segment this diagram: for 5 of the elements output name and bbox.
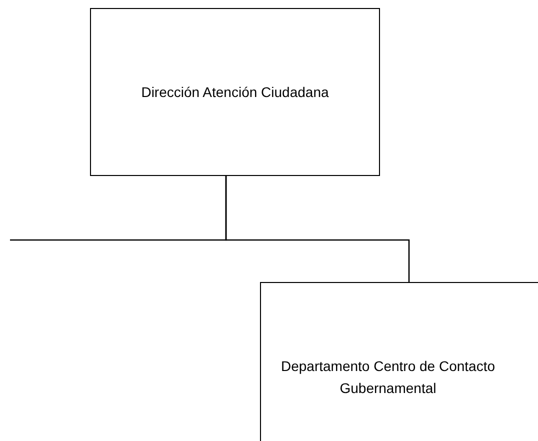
org-box <box>90 8 380 176</box>
org-box <box>260 282 538 441</box>
connector-line <box>10 176 227 241</box>
box-label: Departamento Centro de Contacto Gubernamental <box>280 357 496 398</box>
box-label: Dirección Atención Ciudadana <box>140 83 330 102</box>
